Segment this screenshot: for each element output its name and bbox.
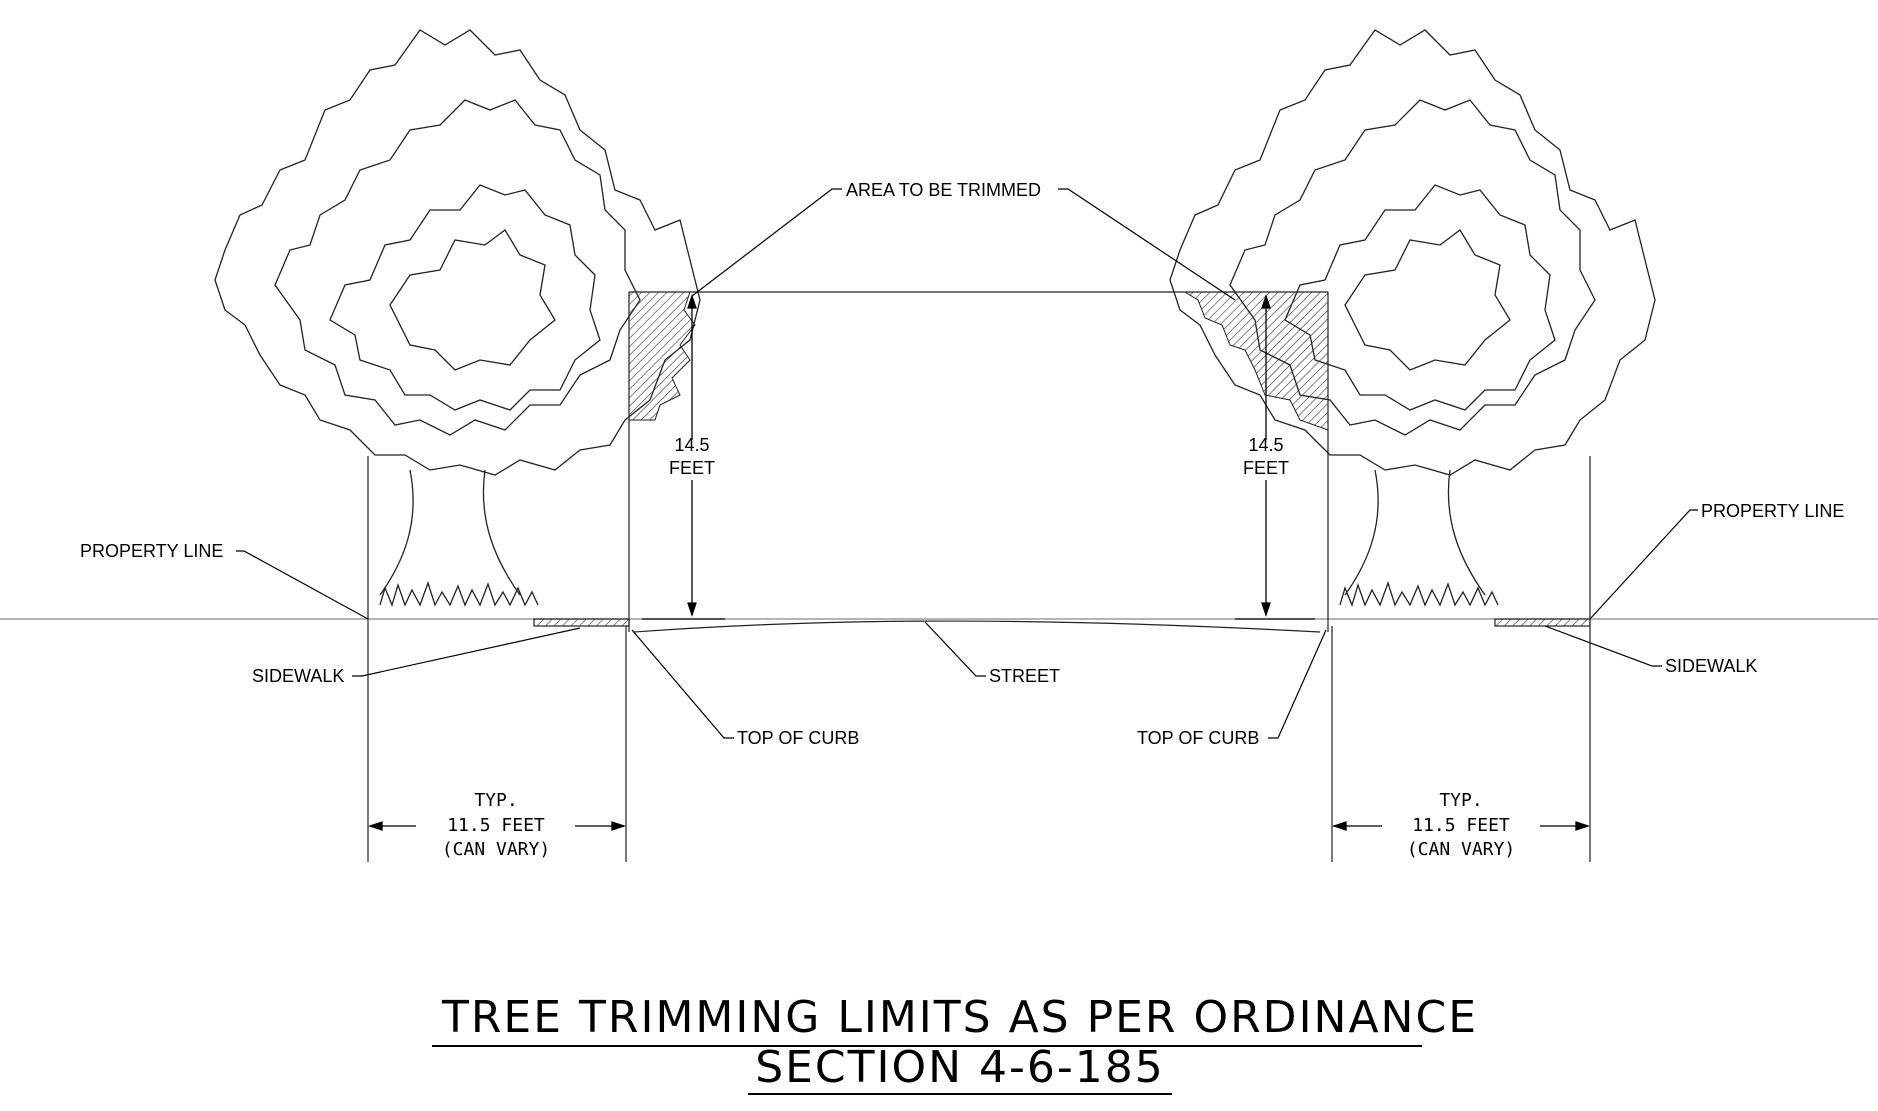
right-tree-canopy-inner-2 [1284, 184, 1556, 411]
leader-street [924, 621, 986, 677]
leader-lines [236, 188, 1698, 739]
right-tree-canopy-inner-3 [1344, 229, 1511, 371]
right-tree-canopy-inner-1 [1229, 99, 1596, 436]
leader-property-left [236, 550, 369, 620]
left-tree-grass [379, 580, 539, 607]
leader-sidewalk-right [1544, 625, 1662, 667]
left-clearance-unit: FEET [669, 458, 715, 478]
left-tree-trunk [379, 469, 521, 596]
left-setback-line1: TYP. [474, 790, 517, 811]
label-top-of-curb-left: TOP OF CURB [737, 728, 859, 748]
label-area-to-be-trimmed: AREA TO BE TRIMMED [846, 180, 1041, 200]
left-tree-canopy-inner-3 [389, 229, 556, 371]
left-trimmed-area [628, 291, 696, 421]
leader-sidewalk-left [352, 627, 581, 677]
leader-curb-left [631, 629, 734, 739]
right-clearance-value: 14.5 [1248, 435, 1283, 455]
leader-area-left [691, 188, 842, 297]
left-tree [214, 29, 701, 607]
title-line2: SECTION 4-6-185 [755, 1042, 1165, 1093]
right-setback-line2: 11.5 FEET [1412, 815, 1510, 836]
clearance-envelope [628, 291, 1329, 620]
right-setback-line1: TYP. [1439, 790, 1482, 811]
left-tree-canopy-outer [214, 29, 701, 476]
right-trimmed-area [1183, 291, 1329, 431]
label-property-line-left: PROPERTY LINE [80, 541, 223, 561]
right-clearance-dimension [1235, 293, 1315, 620]
right-tree [1169, 29, 1656, 607]
right-sidewalk-curb [367, 456, 1591, 862]
label-sidewalk-left: SIDEWALK [252, 666, 344, 686]
left-tree-canopy-inner-2 [329, 184, 601, 411]
title-line1: TREE TRIMMING LIMITS AS PER ORDINANCE [441, 992, 1478, 1043]
left-sidewalk-curb [367, 618, 630, 862]
right-tree-canopy-outer [1169, 29, 1656, 476]
label-sidewalk-right: SIDEWALK [1665, 656, 1757, 676]
right-setback-line3: (CAN VARY) [1407, 839, 1515, 860]
leader-property-right [1589, 509, 1698, 620]
right-clearance-unit: FEET [1243, 458, 1289, 478]
street-profile [633, 620, 1321, 633]
left-tree-canopy-inner-1 [274, 99, 641, 436]
leader-area-right [1058, 188, 1236, 301]
leader-curb-right [1268, 629, 1327, 739]
left-clearance-value: 14.5 [674, 435, 709, 455]
label-top-of-curb-right: TOP OF CURB [1137, 728, 1259, 748]
label-property-line-right: PROPERTY LINE [1701, 501, 1844, 521]
left-setback-line3: (CAN VARY) [442, 839, 550, 860]
right-setback-dimension [1331, 821, 1591, 831]
left-clearance-dimension [642, 293, 725, 620]
left-setback-line2: 11.5 FEET [447, 815, 545, 836]
label-street: STREET [989, 666, 1060, 686]
left-setback-dimension [367, 821, 627, 831]
right-tree-grass [1339, 580, 1499, 607]
right-tree-trunk [1344, 469, 1486, 596]
